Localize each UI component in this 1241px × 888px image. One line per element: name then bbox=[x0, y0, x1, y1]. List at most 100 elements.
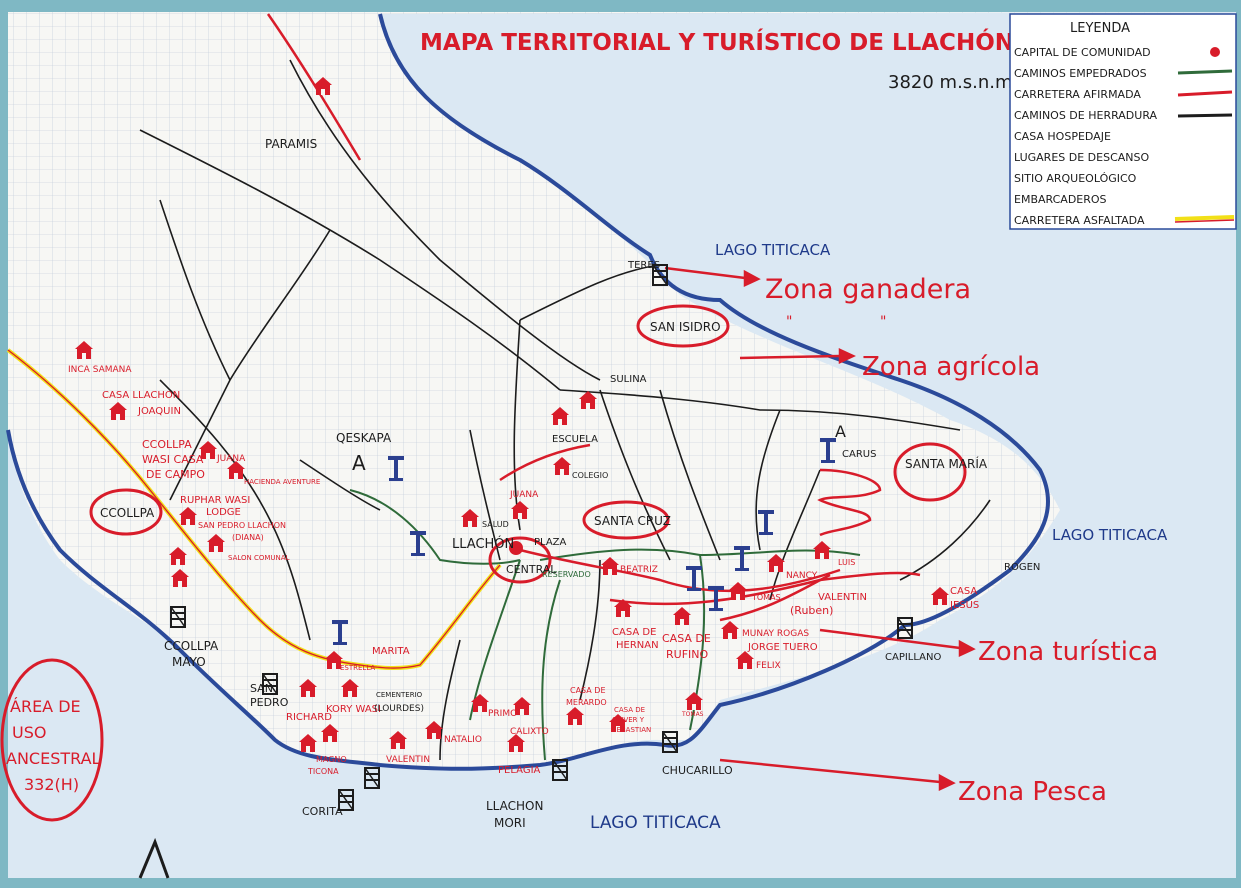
legend-red-dot-icon bbox=[1210, 47, 1220, 57]
label-ruphar-4: (DIANA) bbox=[232, 533, 264, 542]
label-escuela: ESCUELA bbox=[552, 434, 598, 445]
label-capillano: CAPILLANO bbox=[885, 652, 941, 663]
label-ccollpa-wasi-1: CCOLLPA bbox=[142, 438, 192, 451]
label-casa-hernan-1: CASA DE bbox=[612, 627, 656, 638]
circle-marks bbox=[0, 304, 967, 822]
label-beatriz: BEATRIZ bbox=[620, 565, 658, 575]
label-ccollpa-wasi-3: DE CAMPO bbox=[146, 468, 205, 481]
circled-central: CENTRAL bbox=[506, 563, 557, 576]
label-magno-2: TICONA bbox=[307, 767, 339, 776]
lake-south bbox=[8, 430, 1236, 878]
label-area-4: 332(H) bbox=[24, 775, 79, 794]
legend-yellow-red-line-icon bbox=[1174, 219, 1235, 223]
label-area-3: ANCESTRAL bbox=[6, 749, 101, 768]
legend-item-capital: CAPITAL DE COMUNIDAD bbox=[1014, 46, 1151, 59]
zone-livestock: Zona ganadera bbox=[765, 274, 971, 305]
label-area-1: ÁREA DE bbox=[10, 697, 81, 716]
label-casa-rufino-1: CASA DE bbox=[662, 632, 711, 645]
archaeological-site-carus: A bbox=[835, 422, 846, 441]
label-chucarillo: CHUCARILLO bbox=[662, 764, 733, 777]
north-arrow-icon bbox=[138, 837, 170, 879]
label-valentin-ruben-2: (Ruben) bbox=[790, 604, 833, 617]
zone-ditto-1: " bbox=[786, 314, 792, 330]
label-marita: MARITA bbox=[372, 646, 410, 657]
label-qeskapa: QESKAPA bbox=[336, 431, 392, 445]
label-nancy: NANCY bbox=[786, 571, 818, 581]
lake-label-east: LAGO TITICACA bbox=[1052, 526, 1168, 544]
label-llachon-mori-1: LLACHON bbox=[486, 799, 543, 813]
label-reservado: RESERVADO bbox=[542, 570, 591, 579]
legend-item-asphalt: CARRETERA ASFALTADA bbox=[1014, 214, 1145, 227]
label-cementerio-1: CEMENTERIO bbox=[376, 691, 423, 699]
legend-item-gravel-road: CARRETERA AFIRMADA bbox=[1014, 88, 1141, 101]
label-kory-wasi: KORY WASI bbox=[326, 704, 381, 715]
label-san-pedro-1: SAN bbox=[250, 682, 273, 695]
label-casa-llachon: CASA LLACHON bbox=[102, 390, 180, 401]
circled-san-isidro: SAN ISIDRO bbox=[650, 320, 721, 334]
label-casa-hernan-2: HERNAN bbox=[616, 640, 659, 651]
label-casa-jesus-1: CASA bbox=[950, 586, 977, 597]
label-munay-1: MUNAY ROGAS bbox=[742, 629, 809, 639]
label-colegio: COLEGIO bbox=[572, 471, 608, 480]
legend-item-cobblestone: CAMINOS EMPEDRADOS bbox=[1014, 67, 1147, 80]
label-casa-oliver-3: SEBASTIAN bbox=[612, 726, 651, 734]
label-casa-oliver-2: OLIVER Y bbox=[612, 716, 645, 724]
legend: LEYENDA CAPITAL DE COMUNIDAD CAMINOS EMP… bbox=[1009, 13, 1237, 230]
map-title: MAPA TERRITORIAL Y TURÍSTICO DE LLACHÓN bbox=[420, 28, 1014, 56]
label-munay-2: JORGE TUERO bbox=[747, 642, 818, 653]
legend-yellow-line-icon bbox=[1174, 215, 1235, 221]
label-casa-rufino-2: RUFINO bbox=[666, 648, 708, 661]
label-salud: SALUD bbox=[482, 520, 509, 529]
legend-black-line-icon bbox=[1177, 113, 1233, 118]
label-rogen: ROGEN bbox=[1004, 562, 1040, 573]
label-ccollpa-mayo-2: MAYO bbox=[172, 655, 206, 669]
circled-ccollpa: CCOLLPA bbox=[100, 506, 155, 520]
horse-trails bbox=[139, 59, 991, 761]
legend-red-line-icon bbox=[1177, 90, 1233, 97]
label-richard: RICHARD bbox=[286, 712, 332, 723]
label-joaquin: JOAQUIN bbox=[137, 406, 181, 417]
zone-agricultural: Zona agrícola bbox=[862, 352, 1040, 382]
label-teres: TERES bbox=[627, 260, 660, 271]
legend-item-rest-place: LUGARES DE DESCANSO bbox=[1014, 151, 1149, 164]
legend-title: LEYENDA bbox=[1070, 21, 1130, 36]
label-felix: FELIX bbox=[756, 661, 781, 671]
label-llachon-mori-2: MORI bbox=[494, 816, 526, 830]
circled-santa-maria: SANTA MARÍA bbox=[905, 456, 988, 471]
label-juana-2: JUANA bbox=[216, 454, 246, 464]
label-calixto: CALIXTO bbox=[510, 727, 549, 737]
capital-dot bbox=[509, 541, 523, 555]
label-natalio: NATALIO bbox=[444, 735, 482, 745]
label-ruphar-2: LODGE bbox=[206, 507, 241, 518]
label-paramis: PARAMIS bbox=[265, 137, 317, 151]
label-valentin-ruben-1: VALENTIN bbox=[818, 592, 867, 603]
label-primo: PRIMO bbox=[488, 709, 517, 719]
label-casa-merardo-1: CASA DE bbox=[570, 686, 606, 695]
label-tomas: TOMAS bbox=[751, 593, 781, 602]
label-ruphar-1: RUPHAR WASI bbox=[180, 495, 250, 506]
label-cementerio-2: (LOURDES) bbox=[374, 704, 424, 714]
label-magno-1: MAGNO bbox=[316, 755, 347, 764]
legend-item-guest-house: CASA HOSPEDAJE bbox=[1014, 130, 1111, 143]
label-valentin: VALENTIN bbox=[386, 755, 430, 765]
label-estrella: ESTRELLA bbox=[340, 664, 375, 672]
altitude-label: 3820 m.s.n.m. bbox=[888, 72, 1018, 93]
label-plaza: PLAZA bbox=[534, 537, 567, 548]
archaeological-site-qeskapa: A bbox=[352, 451, 366, 475]
asphalt-road-edge bbox=[7, 349, 501, 669]
label-tomas-2: TOMAS bbox=[681, 711, 704, 718]
lake-label-north: LAGO TITICACA bbox=[715, 241, 831, 259]
zone-fishing: Zona Pesca bbox=[958, 777, 1107, 807]
zone-tourist: Zona turística bbox=[978, 637, 1158, 667]
label-carus: CARUS bbox=[842, 449, 876, 460]
legend-green-line-icon bbox=[1177, 69, 1233, 75]
lake-label-south: LAGO TITICACA bbox=[590, 813, 721, 833]
label-casa-oliver-1: CASA DE bbox=[614, 706, 645, 714]
legend-item-horse-trail: CAMINOS DE HERRADURA bbox=[1014, 109, 1158, 122]
label-sulina: SULINA bbox=[610, 374, 647, 385]
legend-item-archaeological: SITIO ARQUEOLÓGICO bbox=[1014, 172, 1137, 185]
label-salon: SALON COMUNAL bbox=[228, 554, 290, 562]
gravel-roads bbox=[266, 13, 921, 622]
